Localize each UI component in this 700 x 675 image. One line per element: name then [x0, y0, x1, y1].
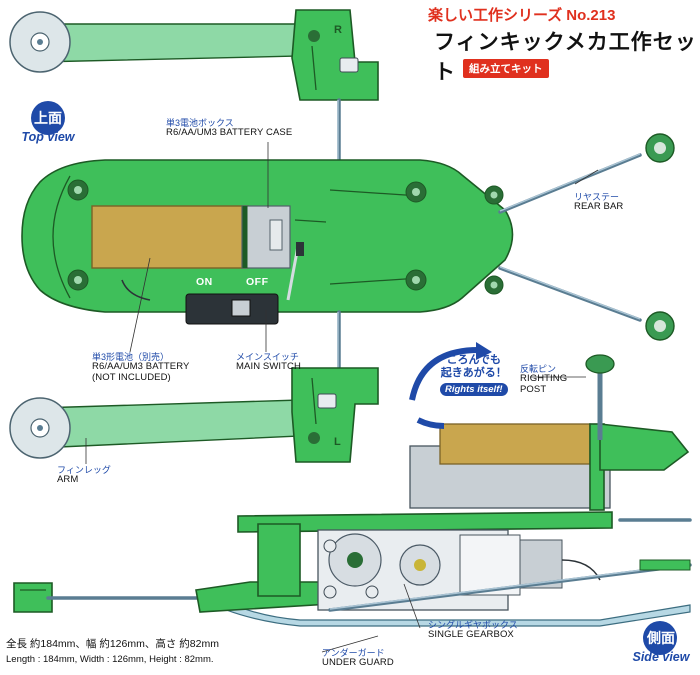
callout-rear-bar: リヤステー REAR BAR	[574, 192, 624, 213]
right-arm-mark: R	[334, 24, 342, 36]
callout-battery: 単3形電池（別売） R6/AA/UM3 BATTERY (NOT INCLUDE…	[92, 352, 190, 384]
side-view-badge	[643, 621, 677, 655]
callout-single-gearbox: シングルギヤボックス SINGLE GEARBOX	[428, 620, 518, 641]
product-name: フィンキックメカ工作セット	[434, 31, 697, 84]
switch-off-label: OFF	[246, 276, 269, 288]
side-view-jp: 側面	[647, 630, 675, 646]
leader-gearbox	[403, 583, 421, 629]
side-view-assembly	[13, 354, 692, 627]
rights-itself-tag: ころんでも 起きあがる！ Rights itself!	[440, 354, 508, 397]
callout-righting-post: 反転ピン RIGHTING POST	[520, 364, 568, 396]
dimensions-block: 全長 約184mm、幅 約126mm、高さ 約82mm Length : 184…	[6, 636, 219, 665]
callout-main-switch: メインスイッチ MAIN SWITCH	[236, 352, 301, 373]
dimensions-en: Length : 184mm, Width : 126mm, Height : …	[6, 654, 214, 665]
kit-badge: 組み立てキット	[463, 59, 549, 78]
right-fin-arm	[9, 9, 379, 101]
callout-battery-case: 単3電池ボックス R6/AA/UM3 BATTERY CASE	[166, 118, 293, 139]
side-view-en: Side view	[632, 650, 690, 664]
leader-under-guard	[321, 635, 379, 653]
side-chassis-plate	[237, 511, 613, 533]
leader-rear-bar	[574, 169, 599, 185]
left-arm-mark: L	[334, 436, 341, 448]
left-fin-arm	[9, 367, 379, 463]
top-view-tag: 上面 Top view	[12, 108, 84, 144]
side-battery	[439, 423, 591, 465]
switch-on-label: ON	[196, 276, 213, 288]
top-view-badge	[31, 101, 65, 135]
callout-arm: フィンレッグ ARM	[57, 465, 111, 486]
leader-battery	[129, 257, 151, 353]
battery-contact	[241, 205, 291, 269]
rights-itself-arrow	[409, 347, 479, 401]
righting-post-mount	[599, 423, 690, 471]
callout-under-guard: アンダーガード UNDER GUARD	[322, 648, 394, 669]
top-view-jp: 上面	[34, 110, 62, 126]
dimensions-jp: 全長 約184mm、幅 約126mm、高さ 約82mm	[6, 638, 219, 650]
side-view-tag: 側面 Side view	[626, 628, 696, 664]
top-view-en: Top view	[21, 130, 75, 144]
top-chassis	[21, 159, 514, 325]
battery-cell	[91, 205, 249, 269]
rear-bar	[498, 133, 675, 341]
